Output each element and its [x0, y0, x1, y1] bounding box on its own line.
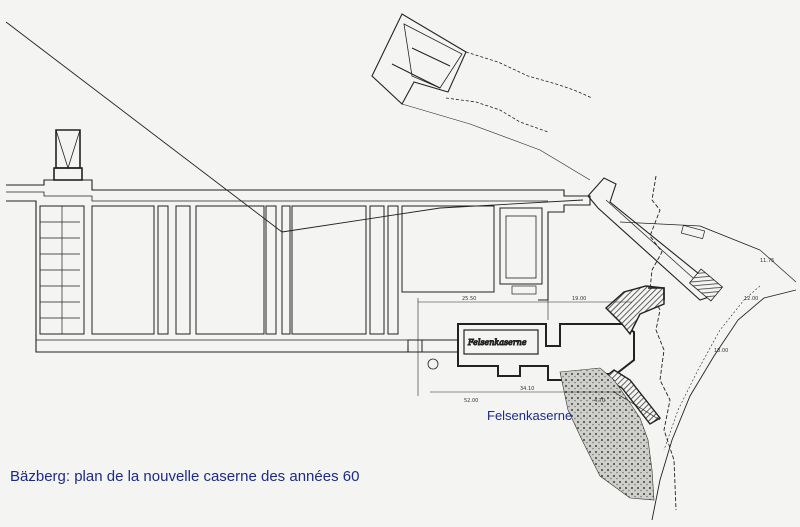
room-block-6	[401, 205, 495, 293]
room-block-5	[291, 205, 367, 335]
pillar-5	[387, 205, 399, 335]
pillar-4	[369, 205, 385, 335]
dimension-mark-4: 52.00	[464, 398, 478, 404]
dimension-mark-5: 4.70	[594, 398, 605, 404]
upper-building	[371, 13, 467, 105]
small-entrance	[407, 339, 423, 353]
pillar-2	[265, 205, 277, 335]
well-circle	[427, 358, 439, 370]
fence-line	[445, 51, 593, 133]
felsenkaserne-inner-room	[463, 329, 539, 355]
dimension-lines	[417, 296, 661, 421]
pillar-3	[281, 205, 291, 335]
bunker-wing	[604, 285, 665, 336]
dimension-mark-8: 12.00	[744, 296, 758, 302]
room-block-2	[91, 205, 155, 335]
dimension-mark-3: 34.10	[520, 386, 534, 392]
inner-building-label: Felsenkaserne	[467, 338, 527, 347]
survey-line-2	[281, 199, 584, 233]
room-block-7	[499, 207, 543, 285]
tower-top-left	[55, 129, 81, 169]
room-block-3	[175, 205, 191, 335]
rock-mass	[559, 367, 655, 501]
dimension-mark-1: 25.50	[462, 296, 476, 302]
room-block-1-cells	[40, 206, 80, 334]
felsenkaserne-building	[457, 323, 635, 381]
dimension-mark-2: 19.00	[572, 296, 586, 302]
room-block-4	[195, 205, 265, 335]
pillar-1	[157, 205, 169, 335]
corridor-inner-line	[6, 191, 548, 202]
building-label: Felsenkaserne	[487, 408, 573, 423]
survey-line	[5, 21, 283, 233]
survey-point-box	[680, 224, 706, 240]
tunnel-portal	[688, 268, 724, 302]
road-right	[651, 289, 797, 521]
rock-edge	[649, 175, 677, 511]
dimension-mark-7: 11.75	[760, 258, 774, 264]
figure-caption: Bäzberg: plan de la nouvelle caserne des…	[10, 468, 360, 485]
dimension-mark-6: 18.00	[714, 348, 728, 354]
room-block-7-inner	[505, 215, 537, 279]
